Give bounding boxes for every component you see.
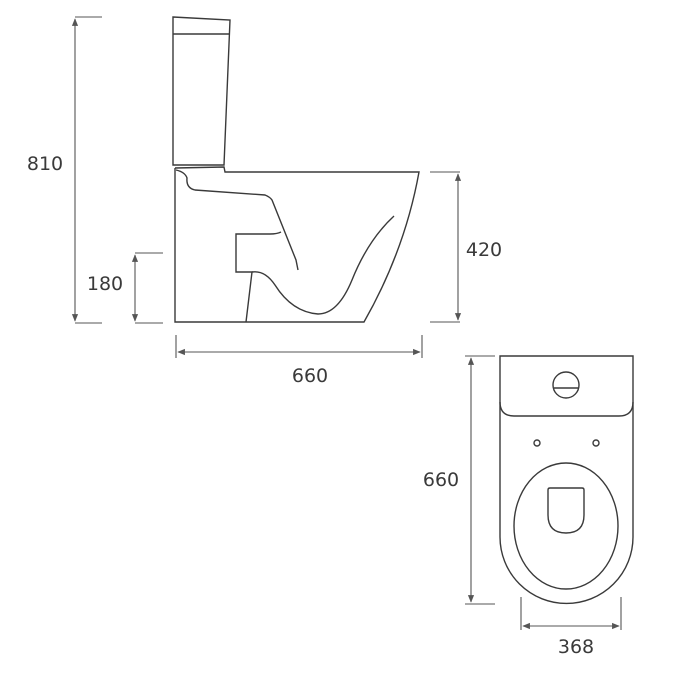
cistern bbox=[172, 16, 231, 166]
side-view bbox=[172, 16, 420, 323]
cistern-top bbox=[499, 401, 634, 417]
dim-outlet-height: 180 bbox=[87, 273, 123, 295]
dim-total-height: 810 bbox=[27, 153, 63, 175]
dim-bowl-height: 420 bbox=[466, 239, 502, 261]
flush-button-icon bbox=[552, 371, 580, 399]
seat-hinge-hole-right bbox=[592, 439, 600, 447]
seat-hinge-hole-left bbox=[533, 439, 541, 447]
dim-side-length: 660 bbox=[292, 365, 328, 387]
top-view bbox=[499, 355, 634, 605]
seat-rim bbox=[513, 462, 619, 590]
outlet-pipe bbox=[235, 231, 282, 323]
trapway bbox=[251, 215, 395, 315]
dim-width: 368 bbox=[558, 636, 594, 658]
bowl-opening bbox=[547, 487, 585, 534]
top-outline bbox=[499, 355, 634, 605]
flush-channel bbox=[175, 169, 299, 271]
bowl-outline bbox=[174, 166, 420, 323]
dim-top-length: 660 bbox=[423, 469, 459, 491]
dimension-lines bbox=[71, 16, 622, 630]
